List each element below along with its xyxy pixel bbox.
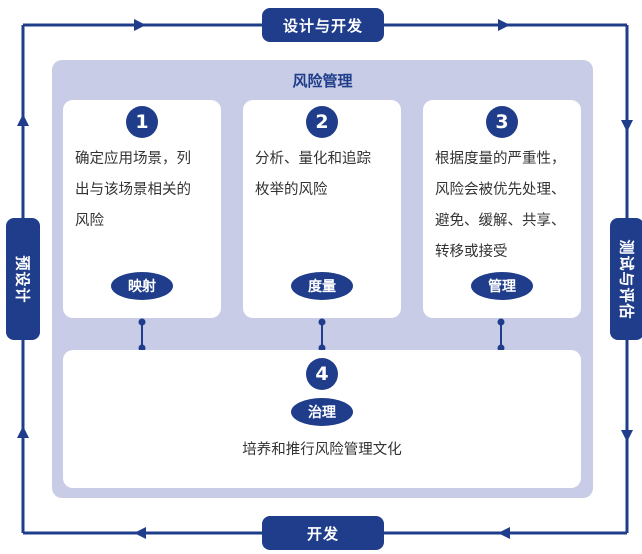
step-card-manage: 3 根据度量的严重性， 风险会被优先处理、 避免、缓解、共享、 转移或接受 管理 [423, 100, 581, 318]
step-description-line: 枚举的风险 [255, 182, 328, 198]
arrow-right-icon [134, 19, 146, 31]
arrow-left-icon [498, 527, 510, 539]
stage-label-pre-design: 预设计 [6, 218, 40, 340]
arrow-up-icon [17, 114, 29, 126]
step-tag-govern: 治理 [291, 398, 353, 426]
step-description-line: 分析、量化和追踪 [255, 151, 371, 167]
step-number-badge: 3 [486, 106, 518, 138]
step-description-line: 转移或接受 [435, 244, 508, 260]
stage-label-text: 开发 [306, 524, 339, 543]
step-description-line: 确定应用场景，列 [75, 151, 191, 167]
step-description-line: 根据度量的严重性， [435, 151, 566, 167]
stage-label-develop: 开发 [262, 516, 384, 550]
risk-management-panel: 风险管理 1 确定应用场景，列 出与该场景相关的 风险 映射 2 分析、量化和 [52, 60, 593, 498]
step-number-badge: 4 [306, 358, 338, 390]
step-tag-manage: 管理 [471, 272, 533, 300]
step-card-govern: 4 治理 培养和推行风险管理文化 [63, 350, 581, 488]
step-tag-measure: 度量 [291, 272, 353, 300]
step-card-measure: 2 分析、量化和追踪 枚举的风险 度量 [243, 100, 401, 318]
step-number-badge: 2 [306, 106, 338, 138]
step-description-line: 避免、缓解、共享、 [435, 213, 566, 229]
step-description-line: 风险会被优先处理、 [435, 182, 566, 198]
step-card-map: 1 确定应用场景，列 出与该场景相关的 风险 映射 [63, 100, 221, 318]
step-number-badge: 1 [126, 106, 158, 138]
step-description: 根据度量的严重性， 风险会被优先处理、 避免、缓解、共享、 转移或接受 [435, 144, 579, 268]
connector-lines [138, 318, 505, 352]
step-tag-map: 映射 [111, 272, 173, 300]
arrow-right-icon [498, 19, 510, 31]
govern-description: 培养和推行风险管理文化 [242, 442, 402, 458]
step-description: 分析、量化和追踪 枚举的风险 [255, 144, 395, 206]
arrow-down-icon [621, 120, 633, 132]
stage-label-text: 测试与评估 [617, 238, 636, 320]
stage-label-text: 设计与开发 [282, 16, 363, 35]
step-description: 确定应用场景，列 出与该场景相关的 风险 [75, 144, 215, 237]
arrow-left-icon [134, 527, 146, 539]
arrow-down-icon [621, 430, 633, 442]
stage-label-text: 预设计 [13, 254, 32, 304]
panel-title: 风险管理 [292, 72, 353, 90]
stage-label-test-evaluate: 测试与评估 [610, 218, 642, 340]
step-description-line: 风险 [75, 213, 104, 229]
step-description-line: 出与该场景相关的 [75, 182, 191, 198]
arrow-up-icon [17, 426, 29, 438]
stage-label-design-develop: 设计与开发 [262, 8, 384, 42]
